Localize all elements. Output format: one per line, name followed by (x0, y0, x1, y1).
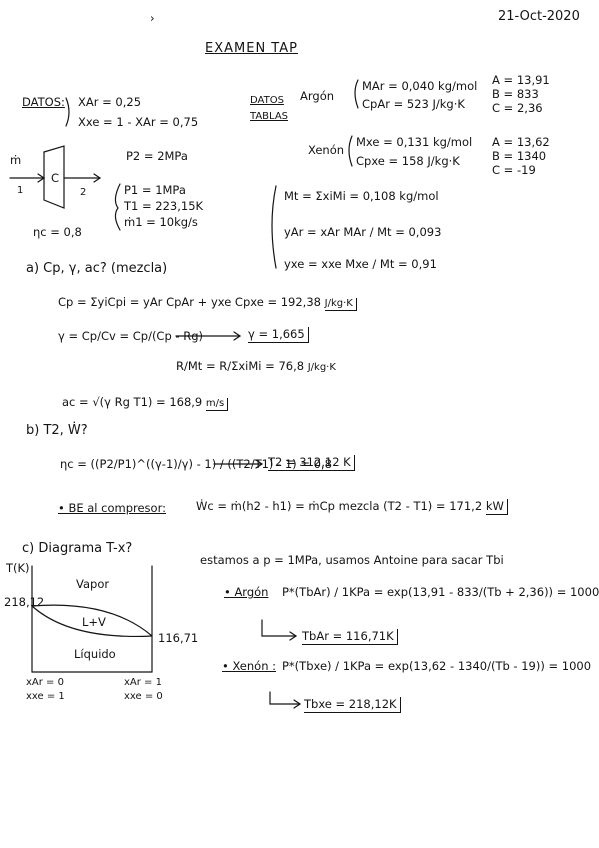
argon-antoine-c: C = 2,36 (492, 101, 543, 115)
liquid-region-label: Líquido (74, 647, 116, 661)
molar-fraction-argon: XAr = 0,25 (78, 95, 142, 109)
inlet-pressure: P1 = 1MPa (124, 183, 186, 197)
inlet-arrowhead (37, 173, 46, 183)
xenon-cp: Cpxe = 158 J/kg·K (356, 154, 460, 168)
inlet-brace (114, 183, 121, 231)
part-b-heading: b) T2, Ẇ? (26, 423, 88, 438)
x-left-xenon: xxe = 1 (26, 691, 65, 702)
xenon-brace (348, 135, 353, 167)
rg-equation: R/Mt = R/ΣxiMi = 76,8 J/kg·K (176, 359, 336, 374)
cp-unit: J/kg·K (324, 298, 357, 311)
argon-result-arrowhead (289, 631, 298, 641)
argon-cp: CpAr = 523 J/kg·K (362, 97, 465, 111)
inlet-mass-flow: ṁ1 = 10kg/s (124, 215, 198, 229)
dew-curve (31, 604, 153, 637)
rg-unit: J/kg·K (307, 362, 336, 373)
xenon-antoine-c: C = -19 (492, 163, 536, 177)
argon-name: Argón (300, 89, 335, 103)
t2-arrowhead (255, 459, 264, 469)
xenon-result-arrowhead (293, 699, 302, 709)
cp-equation: Cp = ΣyiCpi = yAr CpAr + yxe Cpxe = 192,… (58, 295, 357, 311)
exam-date: 21-Oct-2020 (498, 9, 580, 24)
page-title: EXAMEN TAP (205, 41, 298, 56)
bubble-curve (31, 605, 153, 638)
energy-balance-label: • BE al compresor: (58, 501, 166, 515)
argon-antoine-a: A = 13,91 (492, 73, 550, 87)
outlet-arrowhead (93, 173, 102, 183)
diagram-y-axis-label: T(K) (6, 561, 30, 575)
power-equation: Ẇc = ṁ(h2 - h1) = ṁCp mezcla (T2 - T1) =… (196, 499, 508, 515)
gamma-result: γ = 1,665 (248, 327, 309, 343)
x-left-argon: xAr = 0 (26, 677, 64, 688)
corner-mark: › (150, 11, 155, 25)
xenon-result-arrow (269, 691, 301, 705)
argon-calc-label: • Argón (224, 585, 269, 599)
argon-brace (354, 79, 359, 109)
vapor-region-label: Vapor (76, 577, 110, 591)
antoine-intro: estamos a p = 1MPa, usamos Antoine para … (200, 553, 504, 567)
gamma-equation: γ = Cp/Cv = Cp/(Cp - Rg) (58, 329, 203, 343)
mixture-molar-mass: Mt = ΣxiMi = 0,108 kg/mol (284, 189, 439, 203)
compressor-efficiency: ηc = 0,8 (33, 225, 82, 239)
two-phase-region-label: L+V (82, 615, 106, 629)
compressor-shape (43, 145, 65, 209)
efficiency-equation: ηc = ((P2/P1)^((γ-1)/γ) - 1) / ((T2/T1) … (60, 457, 332, 471)
mass-fraction-xenon: yxe = xxe Mxe / Mt = 0,91 (284, 257, 437, 271)
mass-fraction-argon: yAr = xAr MAr / Mt = 0,093 (284, 225, 442, 239)
mass-flow-symbol: ṁ (10, 153, 22, 167)
xenon-antoine-equation: P*(Tbxe) / 1KPa = exp(13,62 - 1340/(Tb -… (282, 659, 592, 673)
inlet-temperature: T1 = 223,15K (124, 199, 204, 213)
x-right-argon: xAr = 1 (124, 677, 162, 688)
xenon-molar-mass: Mxe = 0,131 kg/mol (356, 135, 473, 149)
t2-result: T2 = 312,12 K (268, 455, 355, 471)
x-right-xenon: xxe = 0 (124, 691, 163, 702)
argon-result-arrow (261, 619, 297, 637)
cp-value: Cp = ΣyiCpi = yAr CpAr + yxe Cpxe = 192,… (58, 295, 321, 309)
gamma-arrowhead (233, 331, 242, 341)
inlet-label: 1 (17, 185, 24, 196)
xenon-name: Xenón (308, 143, 345, 157)
argon-boiling-result: TbAr = 116,71K (302, 629, 398, 645)
xenon-antoine-a: A = 13,62 (492, 135, 550, 149)
argon-molar-mass: MAr = 0,040 kg/mol (362, 79, 478, 93)
argon-antoine-equation: P*(TbAr) / 1KPa = exp(13,91 - 833/(Tb + … (282, 585, 599, 599)
datos-label: DATOS: (22, 95, 65, 109)
datos-brace (65, 97, 70, 127)
sound-speed-unit: m/s (205, 398, 229, 411)
sound-speed-equation: ac = √(γ Rg T1) = 168,9 m/s (62, 396, 229, 411)
power-unit: kW (485, 499, 508, 515)
molar-fraction-xenon: Xxe = 1 - XAr = 0,75 (78, 115, 199, 129)
compressor-symbol-label: C (51, 171, 60, 185)
outlet-label: 2 (80, 187, 87, 198)
xenon-antoine-b: B = 1340 (492, 149, 547, 163)
tablas-label-1: DATOS (250, 95, 284, 106)
mixture-brace (271, 185, 277, 269)
argon-boiling-point-label: 116,71 (158, 631, 199, 645)
part-a-heading: a) Cp, γ, ac? (mezcla) (26, 261, 168, 276)
part-c-heading: c) Diagrama T-x? (22, 541, 133, 556)
tablas-label-2: TABLAS (250, 111, 289, 122)
xenon-boiling-result: Tbxe = 218,12K (304, 697, 401, 713)
xenon-calc-label: • Xenón : (222, 659, 277, 673)
argon-antoine-b: B = 833 (492, 87, 539, 101)
outlet-pressure: P2 = 2MPa (126, 149, 188, 163)
